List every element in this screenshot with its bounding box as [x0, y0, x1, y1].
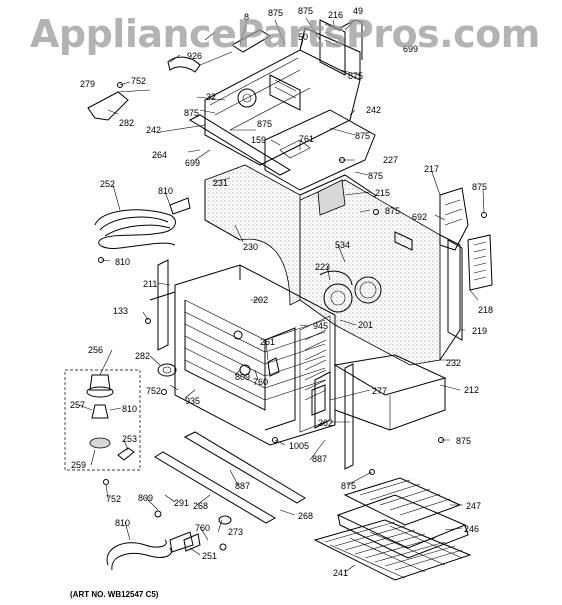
- callout-159: 159: [251, 135, 266, 145]
- callout-945: 945: [313, 321, 328, 331]
- callout-232: 232: [446, 358, 461, 368]
- callout-252: 252: [100, 179, 115, 189]
- callout-810: 810: [115, 518, 130, 528]
- bake-element-810: [106, 531, 194, 571]
- callout-215: 215: [375, 188, 390, 198]
- callout-692: 692: [412, 212, 427, 222]
- control-housing: [167, 19, 376, 191]
- callout-926: 926: [187, 51, 202, 61]
- callout-259: 259: [71, 460, 86, 470]
- callout-887: 887: [312, 454, 327, 464]
- callout-282: 282: [119, 118, 134, 128]
- callout-534: 534: [335, 240, 350, 250]
- trim-rails: [117, 431, 306, 524]
- callout-251: 251: [202, 551, 217, 561]
- callout-231: 231: [213, 178, 228, 188]
- callout-133: 133: [113, 306, 128, 316]
- part-279-bracket: [87, 89, 151, 121]
- callout-202: 202: [253, 295, 268, 305]
- callout-761: 761: [299, 134, 314, 144]
- callout-875: 875: [268, 8, 283, 18]
- callout-261: 261: [260, 337, 275, 347]
- callout-247: 247: [466, 501, 481, 511]
- callout-268: 268: [298, 511, 313, 521]
- callout-218: 218: [478, 305, 493, 315]
- oven-rack-241: [313, 519, 472, 581]
- callout-227: 227: [383, 155, 398, 165]
- callout-875: 875: [341, 481, 356, 491]
- callout-242: 242: [146, 125, 161, 135]
- callout-875: 875: [348, 71, 363, 81]
- callout-282: 282: [135, 351, 150, 361]
- callout-752: 752: [146, 386, 161, 396]
- callout-935: 935: [185, 396, 200, 406]
- callout-699: 699: [403, 44, 418, 54]
- callout-253: 253: [122, 434, 137, 444]
- callout-264: 264: [152, 150, 167, 160]
- callout-257: 257: [70, 400, 85, 410]
- callout-810: 810: [158, 186, 173, 196]
- leader-lines: [78, 17, 485, 573]
- callout-291: 291: [174, 498, 189, 508]
- callout-279: 279: [80, 79, 95, 89]
- callout-875: 875: [298, 6, 313, 16]
- callout-211: 211: [143, 279, 157, 289]
- callout-810: 810: [115, 257, 130, 267]
- callout-875: 875: [456, 436, 471, 446]
- callout-217: 217: [424, 164, 439, 174]
- bracket-217: [439, 187, 493, 291]
- oven-cavity: [149, 259, 336, 446]
- callout-875: 875: [184, 108, 199, 118]
- callout-875: 875: [472, 182, 487, 192]
- callout-230: 230: [243, 242, 258, 252]
- callout-49: 49: [353, 6, 363, 16]
- callout-875: 875: [368, 171, 383, 181]
- callout-752: 752: [131, 76, 146, 86]
- callout-223: 223: [315, 262, 330, 272]
- callout-216: 216: [328, 10, 343, 20]
- callout-887: 887: [235, 481, 250, 491]
- callout-760: 760: [253, 377, 268, 387]
- callout-212: 212: [464, 385, 479, 395]
- callout-277: 277: [372, 386, 387, 396]
- callout-256: 256: [88, 345, 103, 355]
- callout-875: 875: [385, 206, 400, 216]
- callout-32: 32: [206, 92, 216, 102]
- callout-809: 809: [138, 493, 153, 503]
- callout-810: 810: [122, 404, 137, 414]
- light-assembly: [64, 369, 141, 471]
- bottom-panel: [314, 354, 447, 431]
- callout-50: 50: [298, 32, 308, 42]
- part-262-strip: [344, 363, 354, 470]
- hardware: [98, 82, 487, 552]
- art-number: (ART NO. WB12547 C5): [70, 590, 159, 599]
- callout-201: 201: [358, 320, 373, 330]
- callout-219: 219: [472, 326, 487, 336]
- callout-752: 752: [106, 494, 121, 504]
- callout-8: 8: [244, 12, 249, 22]
- callout-262: 262: [318, 418, 333, 428]
- callout-1005: 1005: [289, 441, 309, 451]
- callout-273: 273: [228, 527, 243, 537]
- part-282-socket: [157, 363, 177, 377]
- callout-699: 699: [185, 158, 200, 168]
- callout-875: 875: [257, 119, 272, 129]
- callout-241: 241: [333, 568, 348, 578]
- callout-268: 268: [193, 501, 208, 511]
- part-215-plate: [317, 179, 346, 216]
- callout-809: 809: [235, 372, 250, 382]
- broil-element-252: [94, 197, 191, 249]
- callout-242: 242: [366, 105, 381, 115]
- callout-760: 760: [195, 523, 210, 533]
- callout-labels: 8 875 875 216 49 926 50 699 875 279 752 …: [70, 6, 493, 578]
- callout-875: 875: [355, 131, 370, 141]
- callout-246: 246: [464, 524, 479, 534]
